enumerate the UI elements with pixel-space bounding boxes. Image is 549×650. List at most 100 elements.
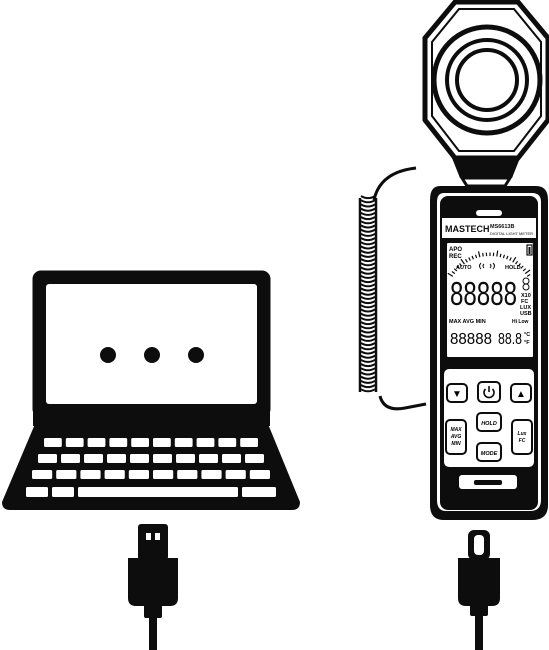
keyboard-key — [153, 454, 172, 463]
bargraph-tick — [520, 265, 524, 269]
meter-model: MS6613B — [490, 224, 514, 230]
meter-subtitle: DIGITAL LIGHT METER — [490, 231, 533, 236]
power-button[interactable] — [477, 381, 501, 403]
min-label: MIN — [451, 441, 461, 447]
keyboard-key — [174, 438, 193, 447]
keyboard-key — [222, 454, 241, 463]
bargraph-tick — [526, 274, 531, 277]
lcd-unit-fc: FC — [521, 299, 528, 305]
keyboard-key — [196, 438, 215, 447]
lcd-stats: MAX AVG MIN — [449, 319, 486, 325]
fc-label: FC — [519, 438, 526, 444]
keyboard-key — [87, 438, 106, 447]
keyboard-key — [218, 438, 237, 447]
usb-c-connector-icon — [458, 530, 500, 650]
up-arrow-icon: ▲ — [516, 389, 526, 400]
bargraph-tick — [512, 256, 517, 263]
lcd-unit-usb: USB — [520, 311, 532, 317]
power-icon — [483, 386, 495, 399]
lcd-hilow: Hi Low — [512, 319, 528, 325]
mode-button[interactable]: MODE — [476, 442, 502, 462]
lux-label: Lux — [518, 431, 527, 437]
hold-button-label: HOLD — [481, 421, 497, 427]
lcd-rec: REC — [449, 254, 462, 260]
bargraph-tick — [515, 260, 519, 265]
keyboard-spacebar — [78, 487, 238, 497]
lcd-unit-lux: LUX — [520, 305, 531, 311]
lcd-main-digits: 88888 — [450, 275, 517, 312]
bargraph-tick — [459, 263, 463, 267]
bargraph-tick — [524, 269, 531, 275]
mode-button-label: MODE — [481, 451, 498, 457]
laptop-icon — [2, 270, 300, 510]
keyboard-key — [80, 470, 101, 479]
ellipsis-dots-icon — [100, 347, 204, 363]
keyboard-key — [242, 487, 276, 497]
laptop-keys — [26, 438, 276, 497]
meter-keypad: ▼ ▲ HOLD MAX AVG MIN MODE — [442, 367, 536, 469]
keyboard-key — [153, 470, 174, 479]
sound-icon — [479, 262, 495, 270]
cable-coil — [360, 195, 376, 393]
lcd-analog-bargraph — [447, 250, 531, 277]
keyboard-key — [65, 438, 84, 447]
bargraph-tick — [456, 265, 460, 269]
usb-a-connector-icon — [128, 524, 178, 650]
bargraph-tick — [482, 252, 484, 257]
keyboard-key — [240, 438, 258, 447]
lcd-apo: APO — [449, 247, 462, 253]
down-button[interactable]: ▼ — [446, 383, 468, 403]
meter-brand: MASTECH — [445, 224, 490, 234]
bargraph-tick — [451, 271, 456, 275]
keyboard-key — [107, 454, 126, 463]
keyboard-key — [56, 470, 77, 479]
laptop-keyboard-base — [2, 424, 300, 510]
keyboard-key — [128, 470, 149, 479]
keyboard-key — [245, 454, 264, 463]
bargraph-tick — [471, 255, 474, 260]
battery-icon — [526, 244, 533, 256]
keyboard-key — [84, 454, 103, 463]
bargraph-tick — [453, 268, 458, 272]
meter-bottom — [457, 473, 519, 491]
keyboard-key — [177, 470, 198, 479]
lcd-hold: HOLD — [505, 265, 521, 271]
bargraph-tick — [477, 251, 481, 258]
lcd-display: APO REC AUTO HOLD 88888 X10 FC LUX USB M… — [445, 241, 535, 359]
coiled-sensor-cable — [358, 166, 427, 411]
keyboard-key — [201, 470, 222, 479]
bargraph-tick — [522, 268, 527, 272]
max-avg-min-button[interactable]: MAX AVG MIN — [445, 419, 467, 455]
hold-button[interactable]: HOLD — [476, 412, 502, 432]
bargraph-tick — [506, 255, 509, 260]
down-arrow-icon: ▼ — [452, 389, 462, 400]
keyboard-key — [176, 454, 195, 463]
keyboard-key — [225, 470, 246, 479]
max-label: MAX — [450, 427, 462, 433]
bargraph-tick — [496, 250, 499, 257]
bargraph-tick — [474, 254, 478, 259]
bargraph-tick — [499, 253, 502, 258]
keyboard-key — [52, 487, 74, 497]
lux-fc-button[interactable]: Lux FC — [511, 419, 533, 455]
bargraph-tick — [460, 258, 465, 265]
bargraph-tick — [465, 258, 468, 263]
keyboard-key — [131, 438, 149, 447]
light-sensor-head — [422, 0, 549, 188]
keyboard-key — [199, 454, 218, 463]
up-button[interactable]: ▲ — [510, 383, 532, 403]
lcd-auto: AUTO — [456, 265, 472, 271]
lcd-sub-digits: 88888 — [450, 331, 492, 348]
bargraph-tick — [509, 257, 512, 261]
bargraph-tick — [502, 254, 506, 259]
keyboard-key — [104, 470, 125, 479]
keyboard-key — [153, 438, 171, 447]
keyboard-key — [44, 438, 62, 447]
keyboard-key — [130, 454, 149, 463]
lcd-signal-icon — [522, 277, 530, 291]
lcd-temp-f: °F — [524, 340, 530, 346]
lcd-unit-x10: X10 — [521, 293, 531, 299]
keyboard-key — [249, 470, 270, 479]
bargraph-tick — [447, 272, 454, 277]
